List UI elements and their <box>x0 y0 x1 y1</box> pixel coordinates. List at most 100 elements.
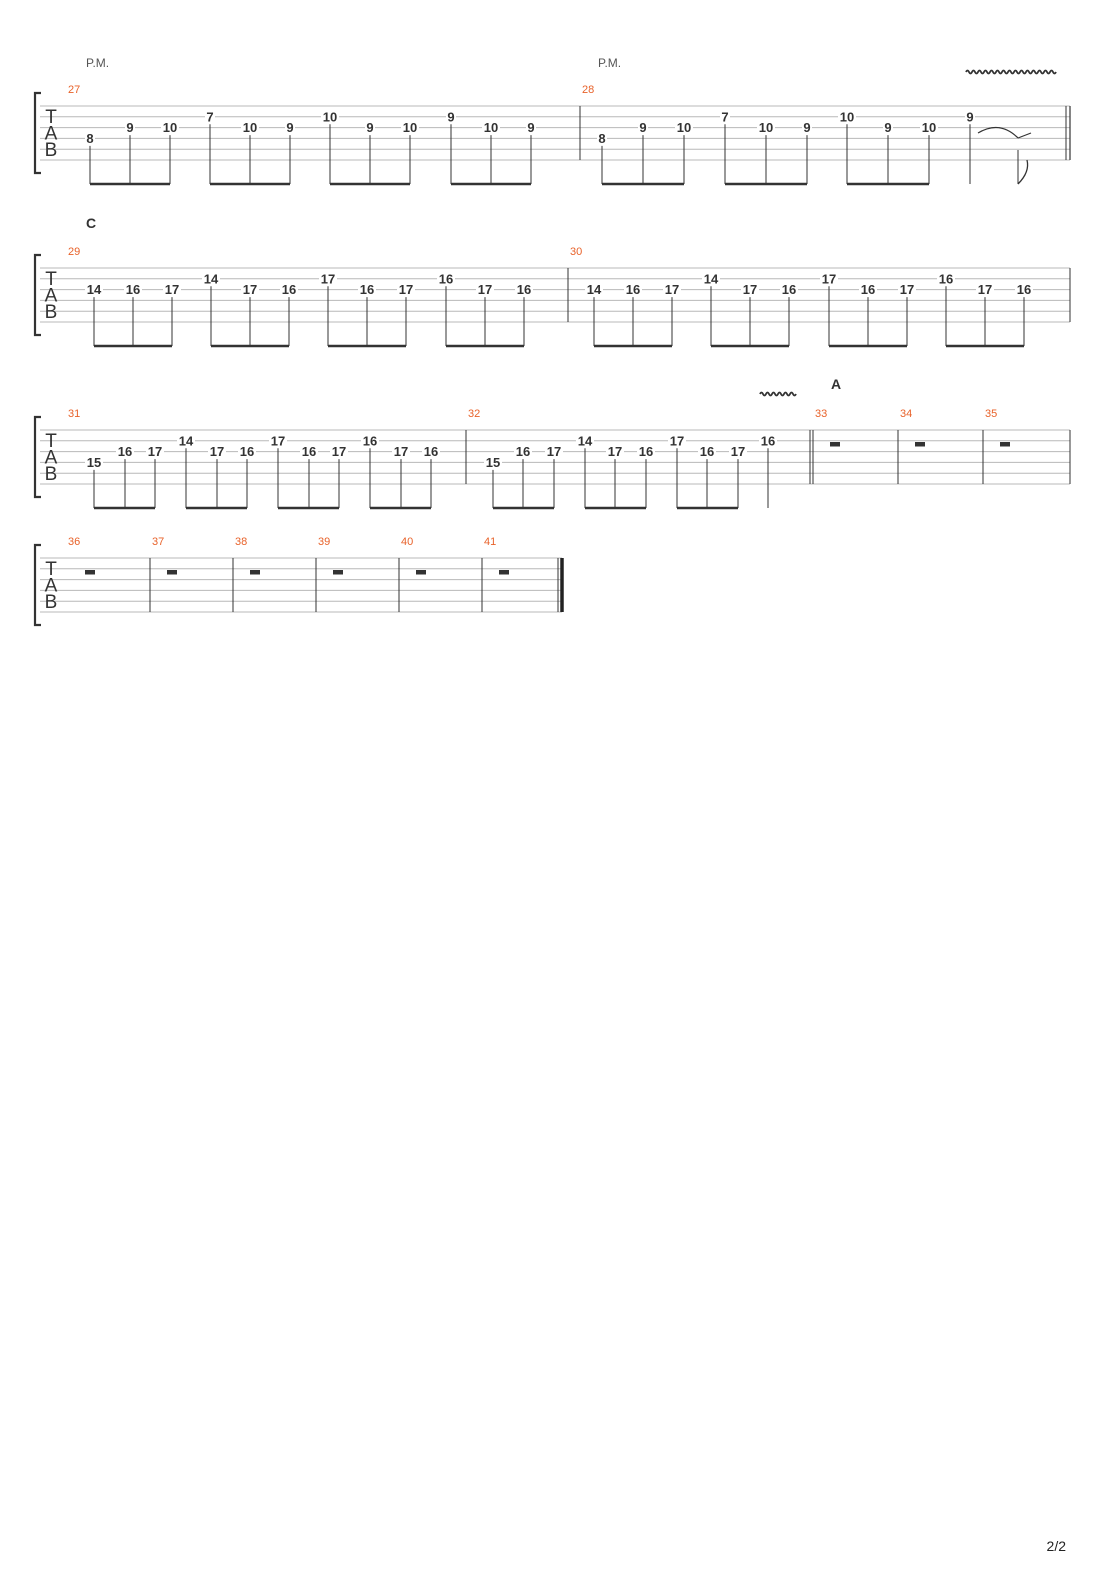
tab-clef-letter: B <box>45 592 58 613</box>
fret-bg <box>85 285 103 297</box>
fret-bg <box>976 285 994 297</box>
fret-bg <box>85 457 103 469</box>
fret-number: 7 <box>721 109 728 124</box>
fret-bg <box>759 436 777 448</box>
fret-number: 17 <box>243 282 257 297</box>
fret-bg <box>358 285 376 297</box>
tie-arc <box>977 127 1019 139</box>
fret-bg <box>446 112 456 124</box>
page-number: 2/2 <box>1046 1538 1066 1554</box>
fret-bg <box>637 447 655 459</box>
fret-bg <box>729 447 747 459</box>
fret-bg <box>675 123 693 135</box>
fret-bg <box>269 436 287 448</box>
fret-number: 17 <box>608 444 622 459</box>
whole-rest <box>915 442 925 447</box>
fret-bg <box>205 112 215 124</box>
fret-number: 17 <box>731 444 745 459</box>
fret-bg <box>606 447 624 459</box>
bar-number: 33 <box>815 408 827 420</box>
fret-number: 10 <box>840 109 854 124</box>
fret-bg <box>698 447 716 459</box>
fret-bg <box>177 436 195 448</box>
tab-clef-letter: T <box>45 431 57 452</box>
vibrato-marker <box>759 391 797 397</box>
fret-number: 16 <box>700 444 714 459</box>
fret-number: 10 <box>759 120 773 135</box>
fret-bg <box>638 123 648 135</box>
fret-number: 17 <box>743 282 757 297</box>
bar-number: 37 <box>152 536 164 548</box>
fret-bg <box>476 285 494 297</box>
fret-number: 17 <box>822 271 836 286</box>
fret-bg <box>668 436 686 448</box>
fret-number: 16 <box>761 433 775 448</box>
vibrato-marker <box>965 69 1057 75</box>
fret-number: 14 <box>578 433 593 448</box>
fret-bg <box>125 123 135 135</box>
slide-marker <box>1017 132 1032 139</box>
fret-bg <box>1015 285 1033 297</box>
fret-bg <box>482 123 500 135</box>
fret-bg <box>965 112 975 124</box>
fret-number: 16 <box>516 444 530 459</box>
fret-bg <box>802 123 812 135</box>
system-bracket <box>33 415 41 499</box>
fret-bg <box>116 447 134 459</box>
fret-number: 9 <box>366 120 373 135</box>
tab-clef-letter: A <box>45 448 58 469</box>
fret-number: 10 <box>243 120 257 135</box>
fret-number: 17 <box>900 282 914 297</box>
fret-number: 8 <box>598 131 605 146</box>
fret-number: 10 <box>403 120 417 135</box>
fret-bg <box>401 123 419 135</box>
tab-clef-letter: T <box>45 559 57 580</box>
fret-bg <box>208 447 226 459</box>
tab-clef-letter: T <box>45 107 57 128</box>
bar-number: 40 <box>401 536 413 548</box>
fret-bg <box>663 285 681 297</box>
fret-bg <box>361 436 379 448</box>
fret-bg <box>624 285 642 297</box>
fret-bg <box>514 447 532 459</box>
fret-number: 15 <box>87 455 101 470</box>
fret-number: 16 <box>517 282 531 297</box>
fret-bg <box>597 133 607 145</box>
fret-number: 16 <box>126 282 140 297</box>
fret-number: 9 <box>803 120 810 135</box>
fret-number: 9 <box>966 109 973 124</box>
fret-number: 14 <box>179 433 194 448</box>
fret-number: 17 <box>271 433 285 448</box>
fret-bg <box>585 285 603 297</box>
fret-bg <box>838 112 856 124</box>
system-bracket <box>33 91 41 175</box>
fret-number: 14 <box>204 271 219 286</box>
fret-bg <box>720 112 730 124</box>
bar-number: 36 <box>68 536 80 548</box>
fret-number: 17 <box>978 282 992 297</box>
fret-number: 16 <box>939 271 953 286</box>
fret-number: 16 <box>439 271 453 286</box>
fret-number: 16 <box>302 444 316 459</box>
tab-clef-letter: B <box>45 302 58 323</box>
fret-number: 9 <box>639 120 646 135</box>
fret-bg <box>515 285 533 297</box>
whole-rest <box>416 570 426 575</box>
fret-bg <box>124 285 142 297</box>
bar-number: 41 <box>484 536 496 548</box>
fret-bg <box>392 447 410 459</box>
whole-rest <box>85 570 95 575</box>
fret-bg <box>883 123 893 135</box>
fret-number: 17 <box>547 444 561 459</box>
fret-bg <box>741 285 759 297</box>
fret-bg <box>484 457 502 469</box>
fret-bg <box>702 274 720 286</box>
fret-number: 17 <box>394 444 408 459</box>
palm-mute-marker: P.M. <box>86 56 109 70</box>
fret-number: 10 <box>677 120 691 135</box>
whole-rest <box>499 570 509 575</box>
fret-number: 17 <box>670 433 684 448</box>
whole-rest <box>250 570 260 575</box>
fret-bg <box>545 447 563 459</box>
fret-bg <box>780 285 798 297</box>
